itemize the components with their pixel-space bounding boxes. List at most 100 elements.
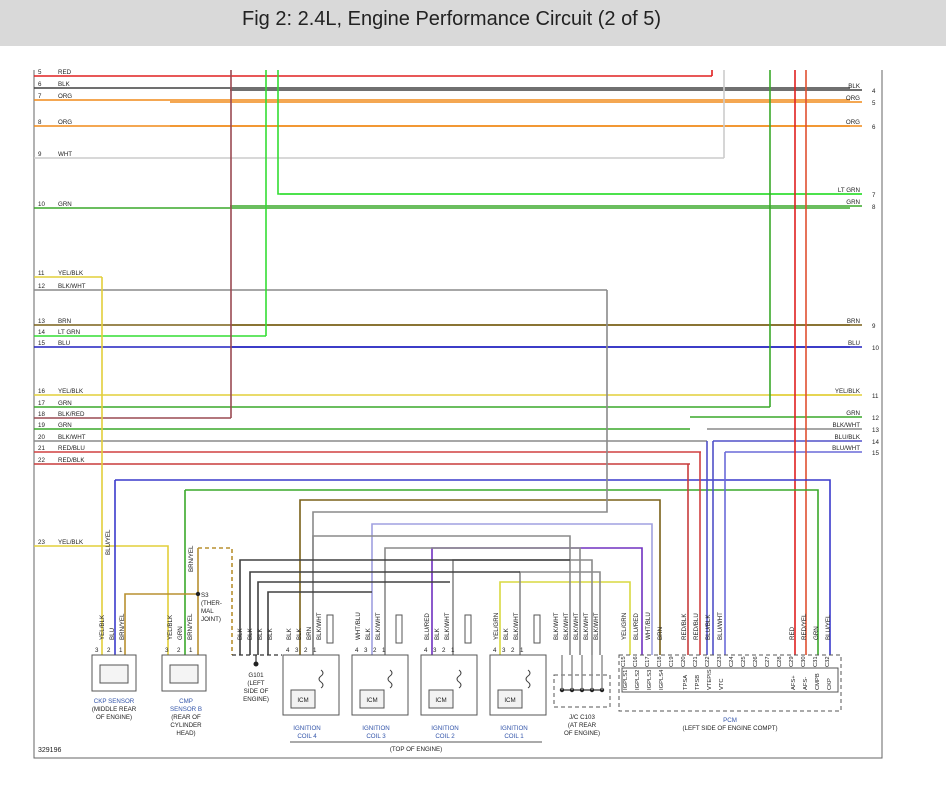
coil-pin: 3 [364,647,368,654]
ckp-pin: 3 [95,647,99,654]
wire-number-right: 12 [872,415,879,422]
pcm-pin: C16 [633,656,639,667]
ckp-sensor-label: CKP SENSOR [94,698,135,705]
pcm-wire-label: RED/YEL [801,613,808,640]
wire-gnd-blk-2 [249,571,520,655]
pcm-wire-label: RED/BLK [681,613,688,640]
wire-color-left: WHT [58,151,72,158]
wire-number-left: 13 [38,318,45,325]
cmp-wire-label: GRN [177,626,184,640]
pcm-pin: C18 [657,656,663,667]
ckp-sensor-location: OF ENGINE) [96,714,132,721]
jc-c103-label: J/C C103 [569,714,595,721]
jc-wire-label: BLK/WHT [583,612,590,640]
wire-color-right: BLU/BLK [835,434,861,441]
wire-color-left: YEL/BLK [58,539,84,546]
icm-label: ICM [504,697,515,704]
wire-number-left: 15 [38,340,45,347]
wire-coil-return [312,535,571,655]
wire-number-left: 16 [38,388,45,395]
coil-wire-label: BLK [503,627,510,640]
wire-color-left: RED [58,69,72,76]
coil-winding-icon [456,669,462,689]
coil-pin: 4 [424,647,428,654]
pcm-wire-label: BLU/YEL [825,614,832,640]
jc-wire-label: BLK/WHT [553,612,560,640]
jc-c103-desc: OF ENGINE) [564,730,600,737]
pcm-pin: C30 [801,656,807,667]
cmp-sensor-connector [161,654,207,692]
ignition-coil-2-housing [420,654,478,716]
coil-pin: 2 [511,647,515,654]
pcm-pin: C32 [825,656,831,667]
wire-color-left: BLK/RED [58,411,85,418]
wire-brn-yel [124,593,199,655]
wire-coil-return [519,571,601,655]
wire-color-right: BLU [848,340,860,347]
pcm-pin: C22 [705,656,711,667]
coil-wire-label: BLK [296,627,303,640]
s3-label: S3 [201,592,209,599]
g101-desc: (LEFT [247,680,264,687]
diagram-frame [33,70,883,759]
wire-number-right: 8 [872,204,876,211]
wire-color-left: GRN [58,400,72,407]
wire-gnd-blk-3 [257,581,450,655]
wire-number-left: 5 [38,69,42,76]
wire-color-left: BLK/WHT [58,434,86,441]
cmp-pin: 2 [177,647,181,654]
spark-plug-boot-icon [326,614,334,644]
coil-label: COIL 1 [504,733,524,740]
pcm-wire-label: BLU/WHT [717,612,724,640]
coil-pin: 3 [502,647,506,654]
pcm-signal: IGPLS1 [623,670,629,690]
pcm-pin: C31 [813,656,819,667]
wire-coil4-brn [299,499,661,655]
coil-pin: 1 [313,647,317,654]
wire-number-left: 20 [38,434,45,441]
wire-color-right: ORG [846,95,860,102]
coil-pin: 2 [304,647,308,654]
wire-color-left: RED/BLU [58,445,85,452]
wire-color-left: ORG [58,93,72,100]
s3-desc: JOINT) [201,616,221,623]
coil-wire-label: WHT/BLU [355,612,362,640]
wire-number-right: 4 [872,88,876,95]
pcm-pin: C20 [681,656,687,667]
g101-label: G101 [248,672,264,679]
coil-wire-label: BLK/WHT [375,612,382,640]
coil-wire-label: BLK [434,627,441,640]
icm-module [428,689,454,709]
pcm-pin: C27 [765,656,771,667]
cmp-wire-label: BRN/YEL [187,613,194,640]
coil-pin: 1 [451,647,455,654]
g101-wire-label: BLK [247,627,254,640]
coil-wire-label: BLK/WHT [444,612,451,640]
icm-label: ICM [435,697,446,704]
pcm-signal: VTEPIS [707,669,713,690]
pcm-wire-label: BRN [657,627,664,640]
g101-wire-label: BLK [237,627,244,640]
pcm-wire-label: RED/BLU [693,613,700,640]
wire-gnd-blk-1 [239,559,570,655]
wire-color-left: BRN [58,318,71,325]
wire-number-left: 14 [38,329,45,336]
coil-wire-label: BLK/WHT [316,612,323,640]
vertical-wire-label: BLU/YEL [105,529,112,555]
g101-ground-dot [253,661,259,667]
wire-number-right: 15 [872,450,879,457]
icm-module [497,689,523,709]
wire-number-right: 6 [872,124,876,131]
ckp-pin: 2 [107,647,111,654]
cmp-sensor-label: SENSOR B [170,706,202,713]
wire-coil-return [452,559,593,655]
coil-wire-label: YEL/GRN [493,613,500,640]
ckp-wire-label: YEL/BLK [99,614,106,640]
pcm-pin: C29 [789,656,795,667]
coil-wire-label: BRN [306,627,313,640]
spark-plug-boot-icon [395,614,403,644]
wire-color-left: GRN [58,201,72,208]
wire-cmp-grn [185,489,819,655]
wire-number-left: 12 [38,283,45,290]
